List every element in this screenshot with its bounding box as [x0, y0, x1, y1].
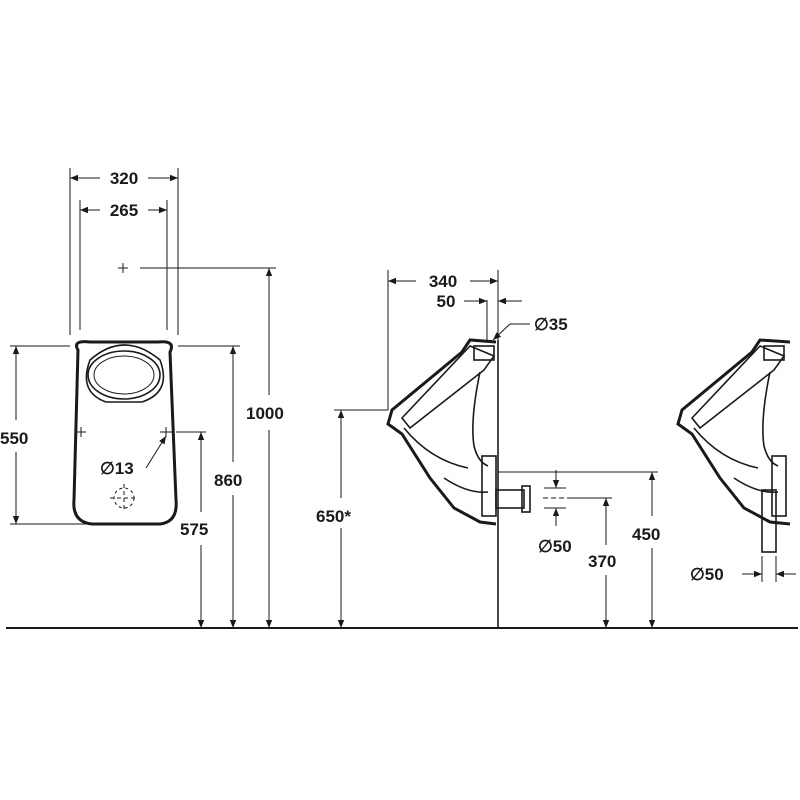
- dim-label-inlet-offset-50: 50: [437, 292, 456, 311]
- urinal-front-outline: [72, 340, 178, 526]
- dim-label-height-370: 370: [588, 552, 616, 571]
- alt-side-view: ∅50: [676, 338, 796, 584]
- side-view: 340 50 ∅35 650* ∅50: [316, 270, 660, 628]
- outlet-pipe: [481, 455, 497, 517]
- top-fixing-mark: [118, 263, 276, 273]
- front-view: 320 265 ∅13: [0, 168, 284, 628]
- dim-label-height-860: 860: [214, 471, 242, 490]
- alt-outlet-pipe: [761, 489, 777, 553]
- dim-label-height-650: 650*: [316, 507, 351, 526]
- dim-label-alt-outlet-dia-50: ∅50: [690, 565, 724, 584]
- dim-label-height-550: 550: [0, 429, 28, 448]
- dim-label-outlet-dia-50: ∅50: [538, 537, 572, 556]
- dim-label-height-1000: 1000: [246, 404, 284, 423]
- dim-label-height-450: 450: [632, 525, 660, 544]
- dim-label-depth-340: 340: [429, 272, 457, 291]
- dim-label-width-320: 320: [110, 169, 138, 188]
- dim-label-hole-13: ∅13: [100, 459, 134, 478]
- dim-label-width-265: 265: [110, 201, 138, 220]
- urinal-alt-outline: [676, 338, 791, 526]
- dim-label-height-575: 575: [180, 520, 208, 539]
- dim-label-inlet-dia-35: ∅35: [534, 315, 568, 334]
- urinal-side-outline: [386, 338, 497, 526]
- outlet-mark: [110, 484, 138, 512]
